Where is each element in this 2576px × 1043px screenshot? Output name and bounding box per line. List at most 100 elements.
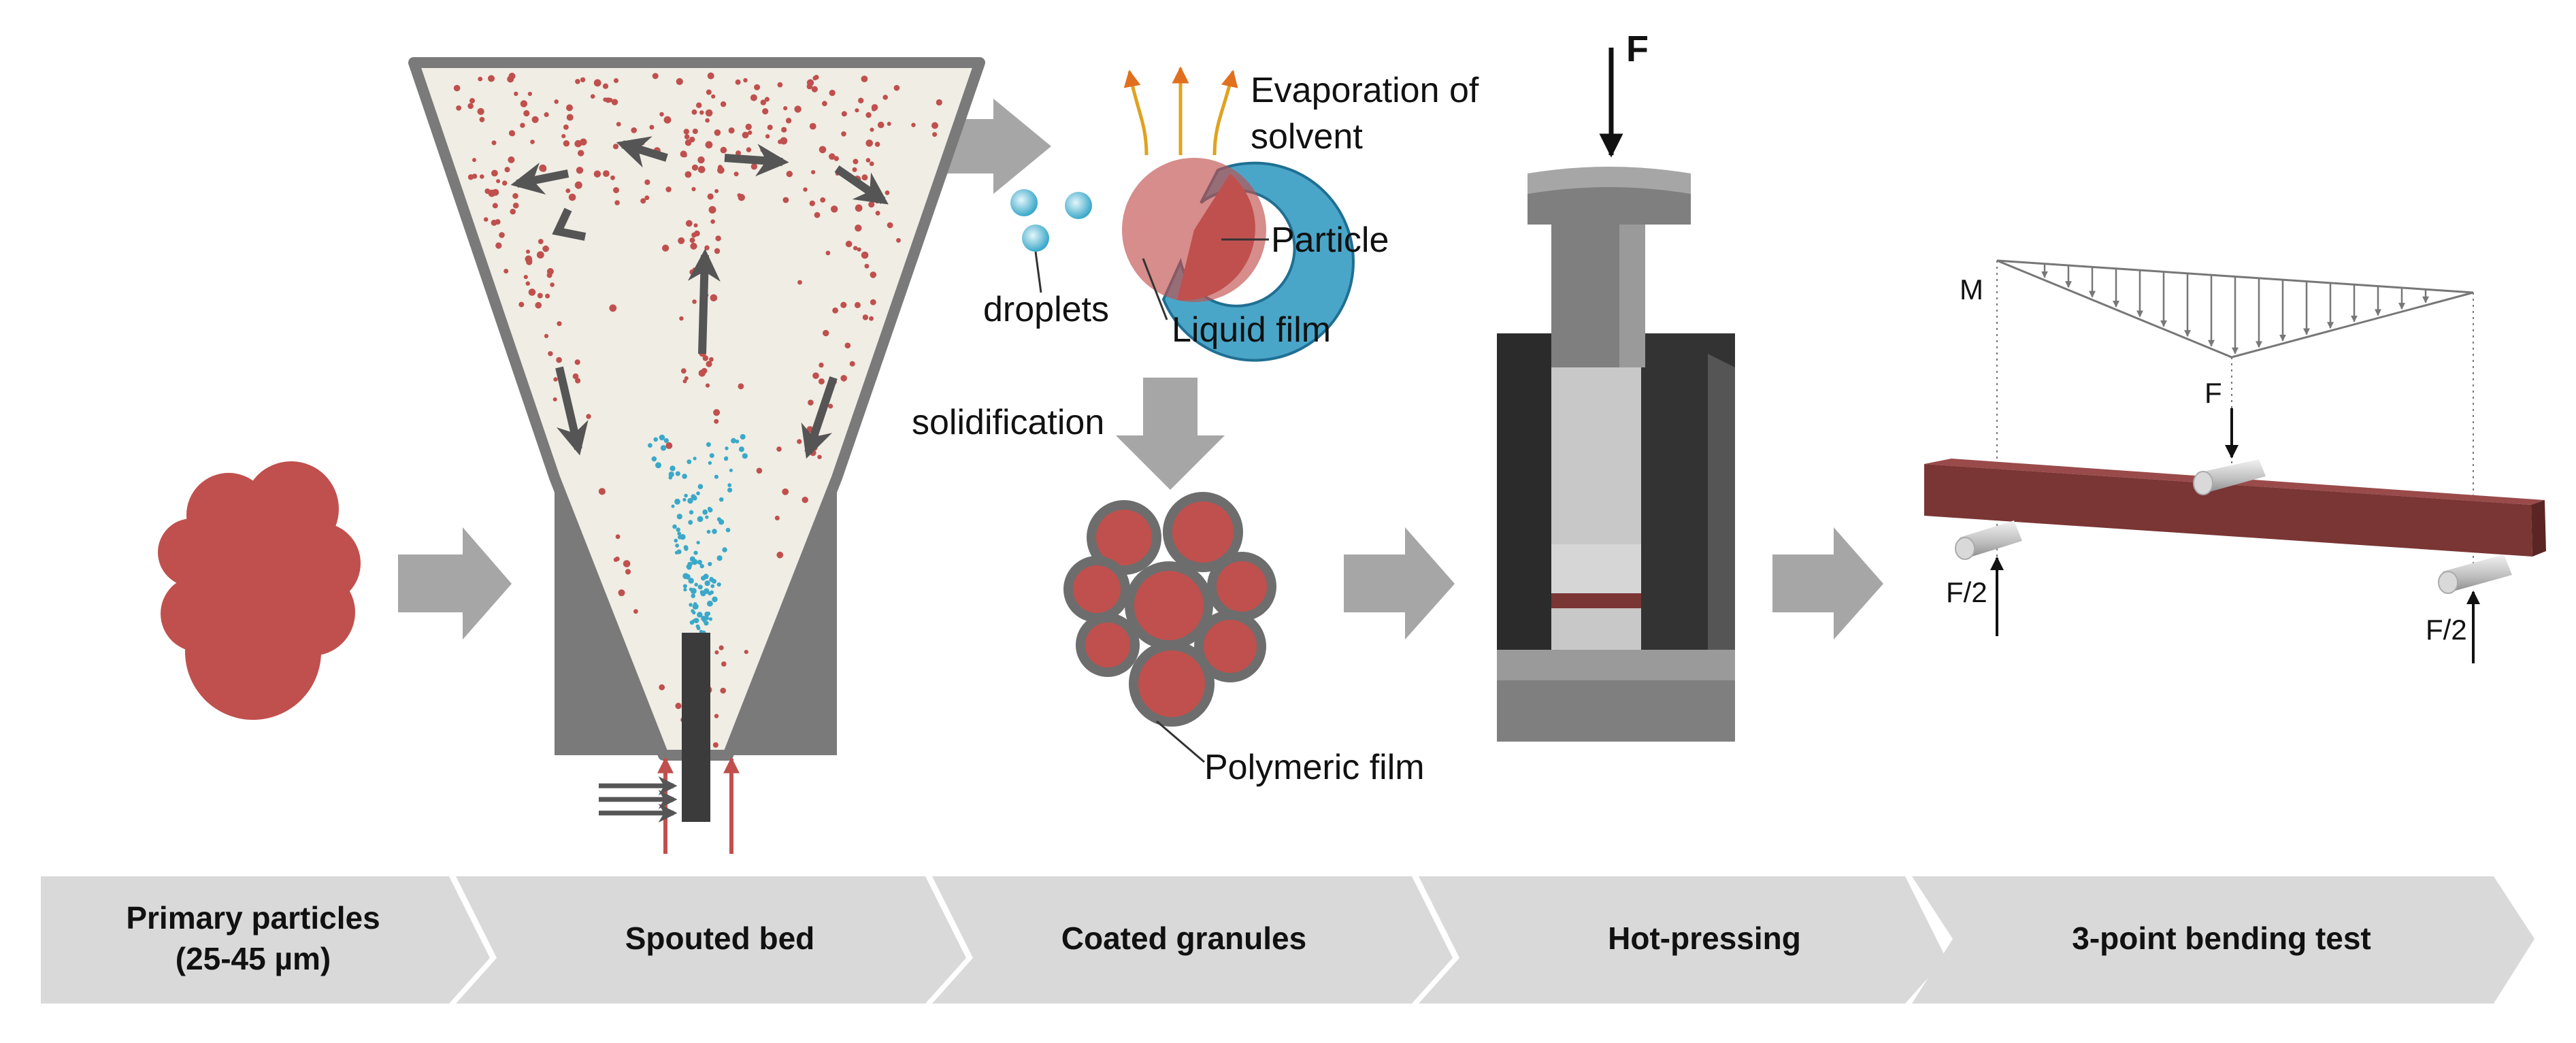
bed-particle <box>611 99 618 105</box>
spray-droplet <box>714 474 719 479</box>
bed-particle <box>695 102 702 108</box>
bed-particle <box>786 171 793 178</box>
bed-particle <box>659 112 664 117</box>
spray-droplet <box>727 483 732 487</box>
bed-particle <box>738 383 744 390</box>
spray-nozzle <box>682 633 710 822</box>
bed-particle <box>882 95 888 100</box>
bed-particle <box>803 187 808 192</box>
polymeric-film-leader <box>1156 720 1205 763</box>
left-roller-end <box>1955 537 1975 560</box>
solidification-label: solidification <box>912 403 1104 442</box>
spray-droplet <box>689 510 694 515</box>
bed-particle <box>845 240 853 248</box>
bed-particle <box>885 190 890 195</box>
bed-particle <box>794 105 802 113</box>
spray-droplet <box>699 563 704 569</box>
bed-particle <box>684 376 689 380</box>
circulation-arrow <box>687 248 721 354</box>
bed-particle <box>502 180 508 186</box>
bed-particle <box>738 194 746 201</box>
bed-particle <box>865 112 872 118</box>
bed-particle <box>644 195 650 201</box>
bed-particle <box>546 272 552 278</box>
bed-particle <box>812 76 817 81</box>
bed-particle <box>707 72 714 80</box>
stage-chevron-5 <box>1912 876 2534 1004</box>
spray-droplet <box>674 538 678 543</box>
bed-particle <box>682 153 687 158</box>
spray-droplet <box>659 434 665 441</box>
stage-chevron-4 <box>1419 876 1946 1004</box>
circulation-arrow <box>834 165 889 205</box>
press-base-top <box>1497 650 1735 680</box>
bed-particle <box>616 122 621 127</box>
bed-particle <box>574 181 582 189</box>
bed-particle <box>855 108 859 113</box>
bed-particle <box>764 97 770 102</box>
bed-particle <box>520 100 528 107</box>
bed-particle <box>544 333 549 338</box>
bed-particle <box>736 150 741 156</box>
half-force-right-label: F/2 <box>2426 614 2467 646</box>
spray-droplet <box>684 493 688 498</box>
force-label: F <box>1626 29 1649 69</box>
bed-particle <box>531 116 539 123</box>
bed-particle <box>548 351 553 357</box>
circulation-arrow <box>801 376 838 459</box>
coated-granule <box>1076 613 1140 677</box>
bed-particle <box>593 79 601 87</box>
spray-droplet <box>708 617 713 621</box>
bed-particle <box>662 244 670 252</box>
spray-droplet <box>707 506 712 511</box>
particle-core-visible <box>1177 173 1255 301</box>
bed-particle <box>644 179 650 185</box>
bed-particle <box>869 161 874 167</box>
bed-particle <box>721 661 727 667</box>
bed-particle <box>781 127 787 133</box>
bed-particle <box>574 139 582 148</box>
bed-particle <box>526 259 533 265</box>
bed-particle <box>861 251 869 259</box>
spray-droplet <box>648 443 653 448</box>
bed-particle <box>869 316 874 321</box>
solidification-arrow <box>1116 378 1225 490</box>
bed-particle <box>931 122 938 129</box>
beam-end <box>2531 500 2546 557</box>
bed-particle <box>745 123 752 131</box>
spray-droplet <box>691 593 695 599</box>
bed-particle <box>557 321 562 327</box>
bed-particle <box>756 467 763 474</box>
spray-droplet <box>688 578 694 584</box>
bed-particle <box>536 251 544 259</box>
bed-particle <box>706 89 712 95</box>
particle-label: Particle <box>1271 220 1389 260</box>
spray-droplet <box>710 590 714 595</box>
bed-particle <box>841 131 846 137</box>
bed-particle <box>508 72 516 80</box>
bed-particle <box>580 77 586 83</box>
bed-particle <box>812 372 819 379</box>
particle-cloud <box>453 72 942 748</box>
bed-particle <box>874 142 880 147</box>
bed-particle <box>857 247 861 252</box>
bed-particle <box>605 97 611 103</box>
droplets-leader <box>1034 251 1042 293</box>
bed-particle <box>709 357 714 362</box>
circulation-arrow <box>616 136 668 168</box>
droplets-label: droplets <box>983 290 1109 329</box>
bed-particle <box>572 373 579 380</box>
bed-particle <box>691 186 696 192</box>
spray-droplet <box>682 474 687 479</box>
bed-particle <box>777 82 783 88</box>
bed-particle <box>702 355 709 361</box>
bed-particle <box>679 316 684 321</box>
bed-particle <box>760 147 765 152</box>
bed-particle <box>705 109 713 117</box>
bed-particle <box>523 275 528 280</box>
spray-droplet <box>697 559 702 565</box>
bed-particle <box>802 497 808 503</box>
spray-droplet <box>682 497 687 502</box>
bed-particle <box>689 237 695 244</box>
bed-particle <box>590 94 595 99</box>
